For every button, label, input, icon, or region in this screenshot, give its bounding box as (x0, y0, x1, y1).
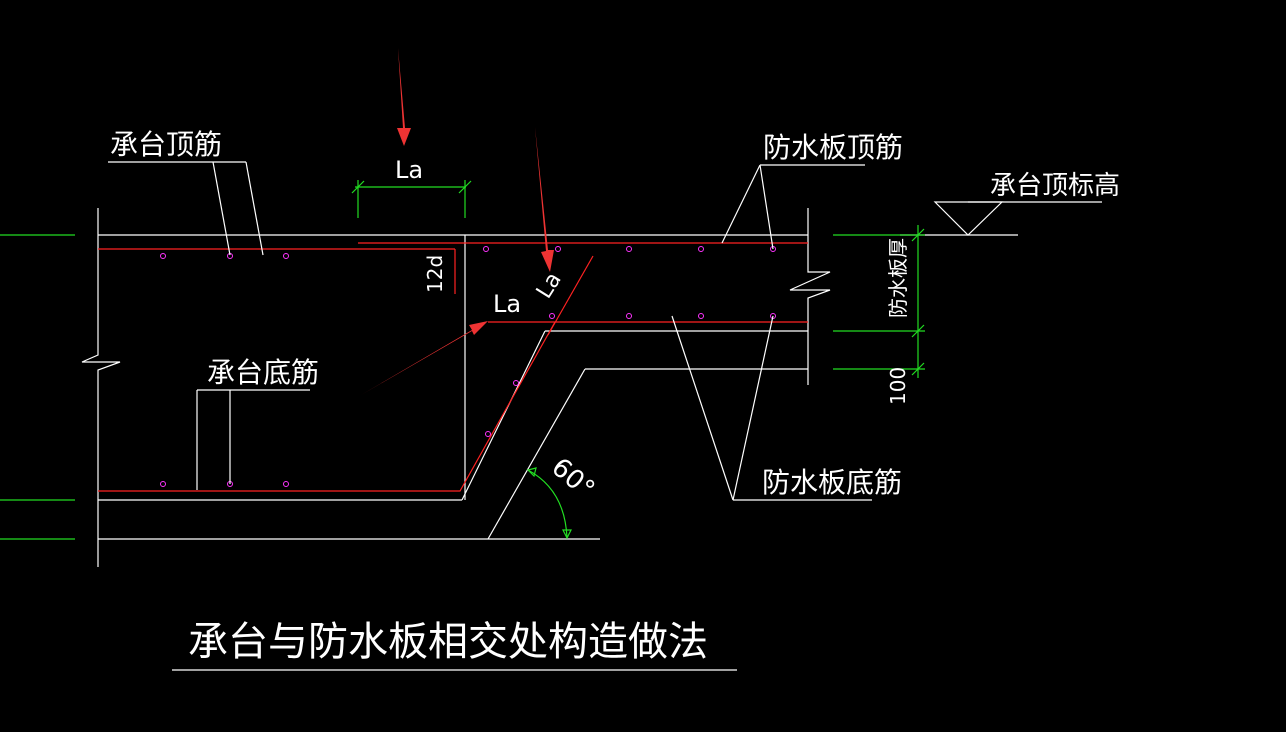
pile-cap-top-bar-label: 承台顶筋 (110, 128, 222, 161)
arrow-icon (397, 48, 411, 146)
cap-top-elevation-label: 承台顶标高 (990, 171, 1120, 201)
slab-bottom-bar-label: 防水板底筋 (762, 466, 902, 499)
la-label-top: La (395, 156, 423, 184)
arrow-icon (535, 127, 554, 272)
bar-sections (160, 246, 776, 487)
text-labels: 承台顶筋 承台底筋 防水板顶筋 防水板底筋 承台顶标高 防水板厚 100 12d… (110, 128, 1120, 665)
dim-12d-label: 12d (423, 255, 447, 293)
slab-thickness-label: 防水板厚 (886, 238, 910, 318)
arrow-icon (361, 321, 488, 395)
extension-lines (0, 180, 925, 540)
rebars (98, 242, 808, 492)
pile-cap-bottom-bar-label: 承台底筋 (207, 356, 319, 389)
annotation-arrows (361, 48, 554, 395)
la-label-sloped: La (532, 268, 567, 303)
leader-lines (108, 161, 1102, 671)
drawing-title: 承台与防水板相交处构造做法 (188, 619, 708, 665)
slab-top-bar-label: 防水板顶筋 (763, 131, 903, 164)
la-label-bottom: La (493, 290, 521, 318)
angle-label: 60° (546, 452, 601, 505)
dim-100-label: 100 (886, 367, 910, 405)
